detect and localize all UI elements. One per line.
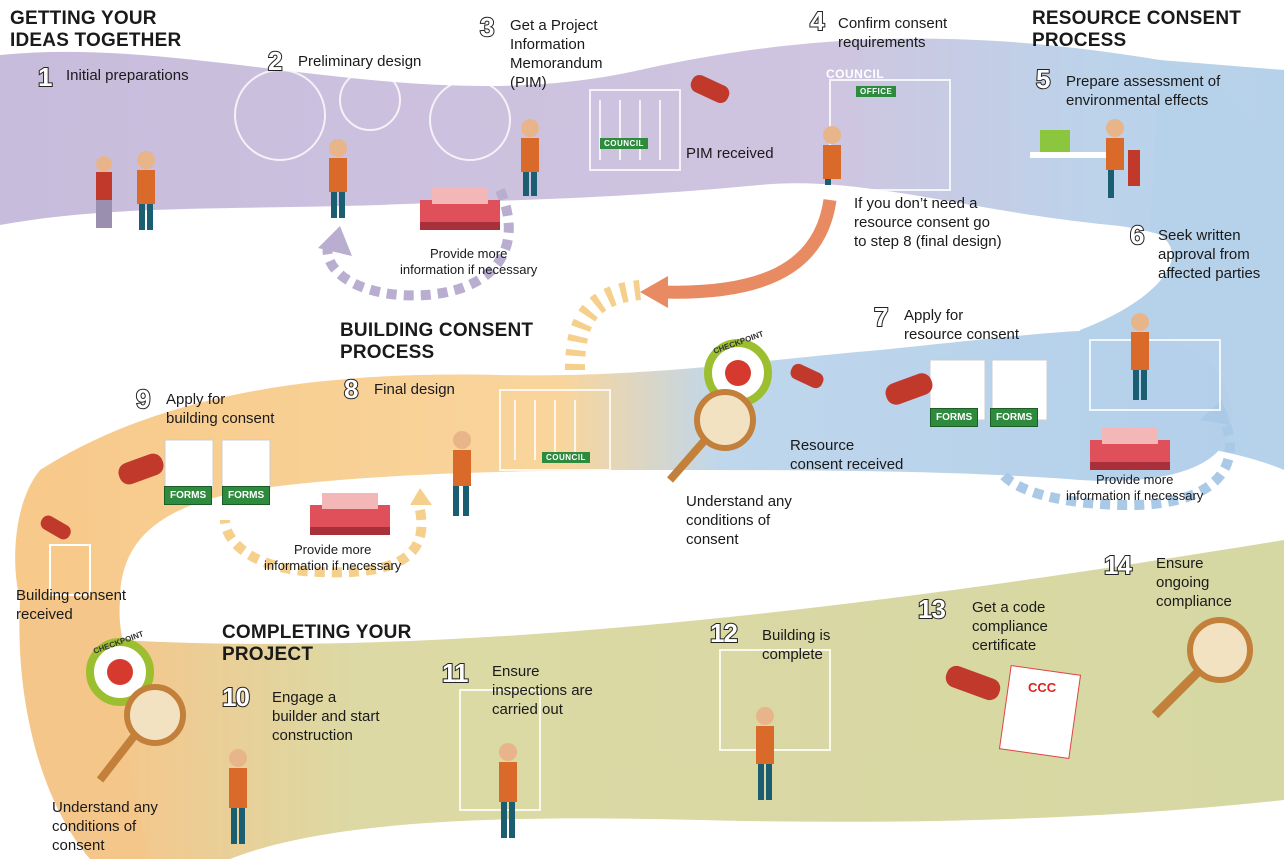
step-label-1: Initial preparations [66,67,189,84]
note-provide-more-2: Provide more information if necessary [1066,472,1204,503]
step-number-3: 3 [479,12,496,42]
step-number-9: 9 [135,384,152,414]
loop-arrow-2 [995,407,1235,511]
step-label-12: Building is complete [762,627,831,663]
step-number-14: 14 [1103,550,1133,580]
note-resource-consent-received: Resource consent received [790,437,904,473]
council-sign-small-8: COUNCIL [542,452,590,463]
printer-2 [1090,428,1170,470]
section-getting-ideas: GETTING YOUR IDEAS TOGETHER [10,8,182,51]
magnifier-14 [1151,617,1253,719]
printer-3 [310,493,390,535]
step-number-5: 5 [1035,64,1052,94]
section-resource-consent: RESOURCE CONSENT PROCESS [1032,8,1242,51]
note-building-consent-received: Building consent received [16,587,127,623]
note-provide-more-3: Provide more information if necessary [264,542,402,573]
ccc-certificate [998,664,1082,760]
step-label-10: Engage a builder and start construction [272,689,380,744]
forms-label-7a: FORMS [930,408,979,427]
step-label-6: Seek written approval from affected part… [1158,227,1261,282]
forms-label-9b: FORMS [222,486,271,505]
ccc-label: CCC [1028,680,1057,695]
note-understand-conditions-2: Understand any conditions of consent [52,799,158,854]
step-label-8: Final design [374,381,455,398]
loop-arrow-1 [322,188,514,301]
step-label-2: Preliminary design [298,53,422,70]
step-label-14: Ensure ongoing compliance [1156,555,1232,610]
step-label-9: Apply for building consent [166,391,275,427]
step-number-6: 6 [1129,220,1146,250]
checkpoint-magnifier-1 [666,339,772,483]
council-sign-small-3: COUNCIL [600,138,648,149]
step-label-4: Confirm consent requirements [838,15,948,51]
checkpoint-magnifier-2 [86,638,186,783]
forms-pages-9 [164,439,271,489]
step-number-2: 2 [267,46,284,76]
band-completing [119,540,1284,859]
step-number-1: 1 [37,62,54,92]
band-building-consent [15,330,1232,600]
computer-desk [1030,130,1140,186]
step-number-11: 11 [441,658,469,688]
step-label-3: Get a Project Information Memorandum (PI… [510,17,603,91]
step-label-5: Prepare assessment of environmental effe… [1066,73,1221,109]
printer-1 [420,188,500,230]
step-number-7: 7 [873,302,890,332]
forms-label-9a: FORMS [164,486,213,505]
mailbox [49,544,91,596]
skip-arrow [659,198,837,299]
step-number-8: 8 [343,374,360,404]
person-figures [96,119,1149,844]
step-number-10: 10 [221,682,251,712]
section-building-consent: BUILDING CONSENT PROCESS [340,320,534,363]
note-provide-more-1: Provide more information if necessary [400,246,538,277]
office-sign: OFFICE [856,86,897,97]
step-label-13: Get a code compliance certificate [972,599,1048,654]
step-number-12: 12 [709,618,739,648]
forms-label-7b: FORMS [990,408,1039,427]
step-number-4: 4 [809,6,826,36]
note-understand-conditions-1: Understand any conditions of consent [686,493,792,548]
loop-arrow-3 [220,509,427,578]
step-number-13: 13 [917,594,947,624]
note-no-resource-consent: If you don’t need a resource consent go … [854,195,1002,250]
council-sign: COUNCIL [826,67,885,81]
section-completing: COMPLETING YOUR PROJECT [222,622,412,665]
step-label-7: Apply for resource consent [904,307,1020,343]
note-pim-received: PIM received [686,145,774,162]
step-label-11: Ensure inspections are carried out [492,663,593,718]
arm-sleeves [40,75,1001,701]
